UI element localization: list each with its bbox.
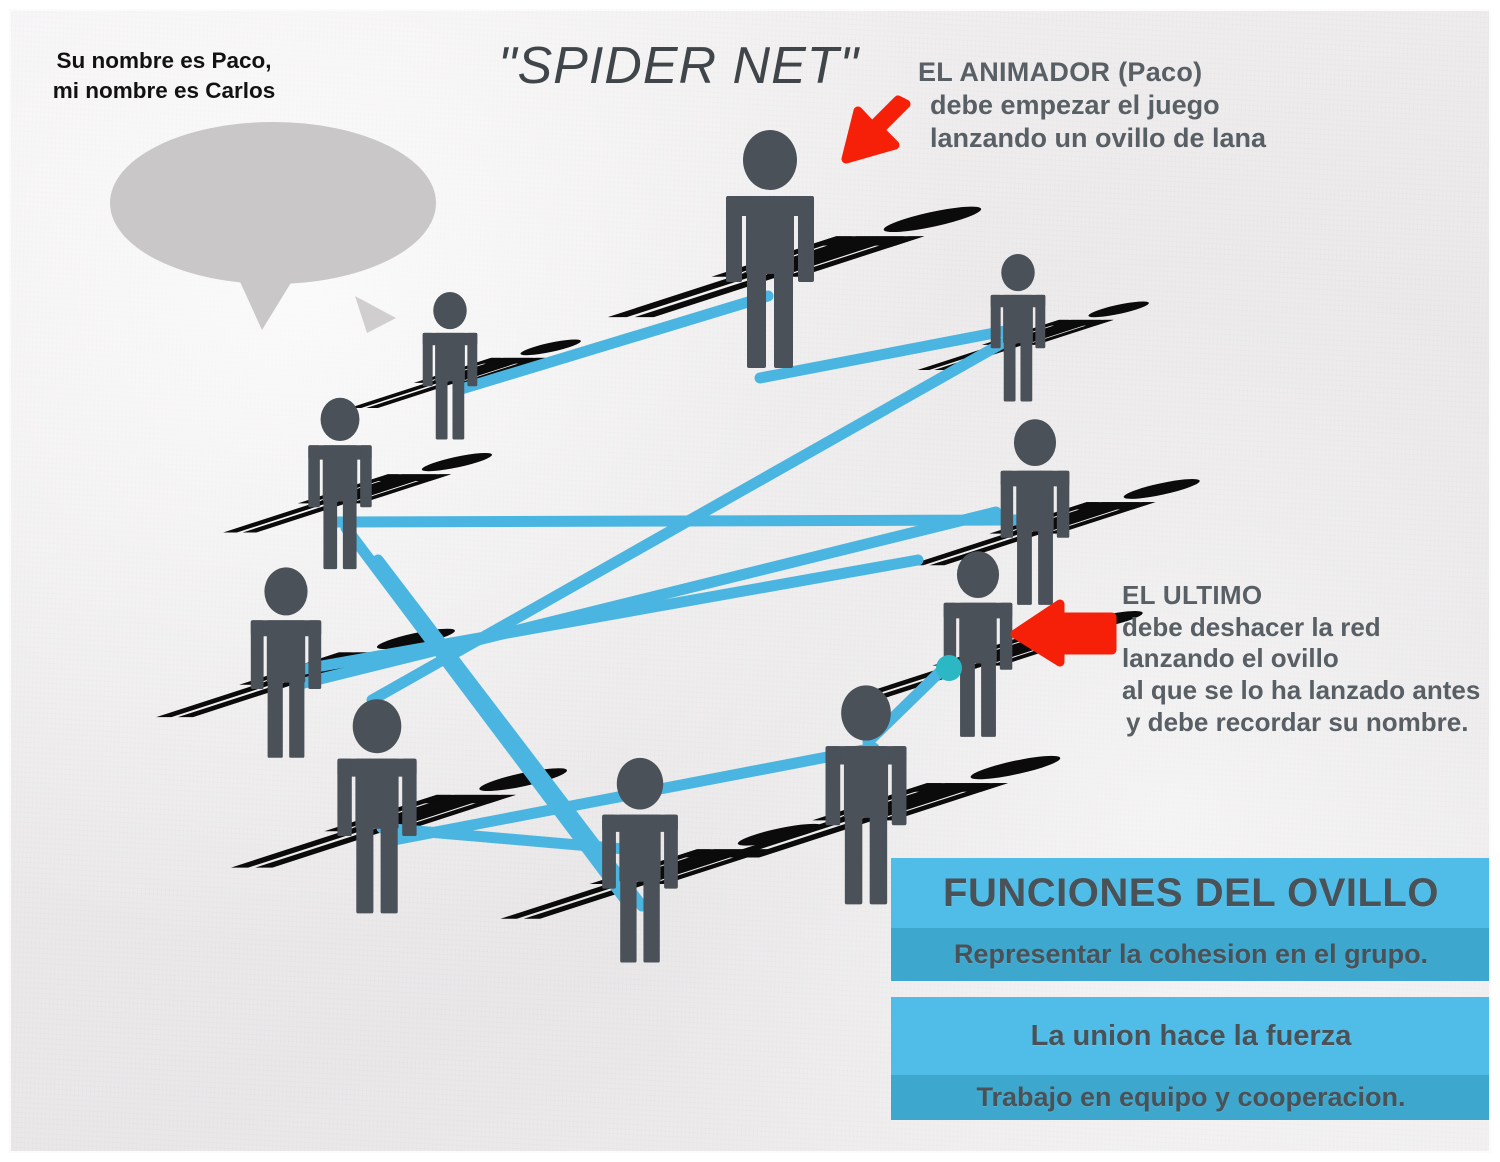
callout-ultimo-line-1: debe deshacer la red [1122, 611, 1381, 642]
callout-ultimo-heading: EL ULTIMO [1122, 580, 1263, 610]
callout-ultimo-line-2: lanzando el ovillo [1122, 643, 1339, 674]
callout-ultimo-line-3: al que se lo ha lanzado antes [1122, 675, 1481, 706]
figure-top-center [726, 130, 814, 368]
callout-ultimo: EL ULTIMO debe deshacer la red lanzando … [1122, 580, 1480, 739]
red-arrow-down-left-icon [841, 95, 911, 164]
speech-bubble [110, 122, 436, 333]
thread [340, 522, 636, 912]
speech-bubble-text: Su nombre es Paco, mi nombre es Carlos [26, 46, 302, 107]
figure-upper-right [990, 253, 1046, 402]
thread [372, 554, 648, 912]
funciones-panel: FUNCIONES DEL OVILLO Representar la cohe… [891, 858, 1491, 1120]
funciones-panel-gap [891, 981, 1491, 997]
funciones-panel-block-2: La union hace la fuerza Trabajo en equip… [891, 997, 1491, 1120]
callout-animador: EL ANIMADOR (Paco) debe empezar el juego… [918, 56, 1266, 155]
page-title: "SPIDER NET" [498, 37, 859, 95]
funciones-panel-subtitle: Representar la cohesion en el grupo. [891, 928, 1491, 981]
funciones-panel-item-1: La union hace la fuerza [891, 997, 1491, 1075]
speech-bubble-line-2: mi nombre es Carlos [52, 78, 276, 104]
thread [754, 324, 1016, 384]
red-arrow-left-icon [1010, 599, 1117, 667]
funciones-panel-title: FUNCIONES DEL OVILLO [891, 858, 1491, 928]
thread [330, 514, 1028, 528]
callout-ultimo-line-4: y debe recordar su nombre. [1126, 706, 1469, 737]
speech-bubble-container [110, 122, 440, 352]
figure-lower-left [250, 567, 322, 758]
callout-animador-line-2: lanzando un ovillo de lana [930, 122, 1267, 153]
funciones-panel-block-1: FUNCIONES DEL OVILLO Representar la cohe… [891, 858, 1491, 981]
figure-mid-right [1000, 419, 1070, 605]
thread [282, 554, 924, 678]
thread [452, 290, 774, 396]
figure-bottom-left [337, 699, 417, 914]
speech-bubble-line-1: Su nombre es Paco, [56, 48, 272, 73]
callout-animador-heading: EL ANIMADOR (Paco) [918, 57, 1203, 87]
thread [294, 506, 1002, 690]
figure-last-right [943, 551, 1013, 737]
funciones-panel-item-2: Trabajo en equipo y cooperacion. [891, 1075, 1491, 1120]
yarn-ball-icon [936, 655, 962, 681]
callout-animador-line-1: debe empezar el juego [930, 89, 1220, 120]
